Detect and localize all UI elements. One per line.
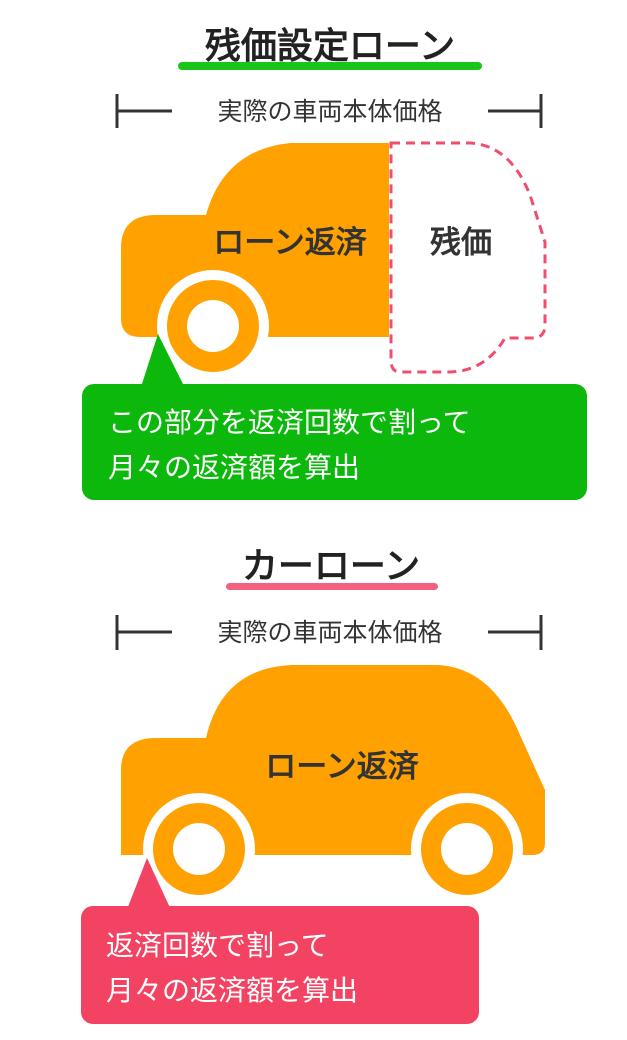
front-wheel-hub: [187, 300, 239, 352]
pink-callout-line2: 月々の返済額を算出: [106, 974, 358, 1007]
green-callout-box: [82, 384, 587, 500]
section-car-loan: カーローン 実際の車両本体価格 ローン返済 返済回数で割って 月々の返済額を算出: [81, 546, 545, 1024]
residual-outline: [389, 141, 547, 374]
green-callout-pointer: [140, 334, 186, 390]
price-range-indicator: [115, 94, 543, 128]
green-callout-line2: 月々の返済額を算出: [108, 451, 360, 484]
section1-residual-label: 残価: [430, 225, 492, 261]
pink-callout-pointer: [126, 858, 172, 912]
section-residual-value-loan: 残価設定ローン 実際の車両本体価格 ローン返済 残価 この部分を返済回数で割って…: [82, 26, 587, 500]
price-range-indicator: [115, 615, 543, 650]
section1-loan-label: ローン返済: [213, 225, 367, 261]
pink-callout-line1: 返済回数で割って: [106, 929, 329, 962]
section2-range-label: 実際の車両本体価格: [217, 618, 442, 647]
section1-title: 残価設定ローン: [205, 26, 455, 67]
title-underline-green: [178, 62, 482, 70]
pink-callout-box: [81, 906, 479, 1024]
section2-title: カーローン: [242, 546, 420, 587]
green-callout-line1: この部分を返済回数で割って: [108, 406, 471, 439]
section1-range-label: 実際の車両本体価格: [217, 97, 442, 126]
front-wheel-hub: [173, 823, 225, 875]
title-underline-pink: [226, 583, 438, 590]
section2-loan-label: ローン返済: [265, 749, 419, 785]
rear-wheel-hub: [441, 823, 493, 875]
